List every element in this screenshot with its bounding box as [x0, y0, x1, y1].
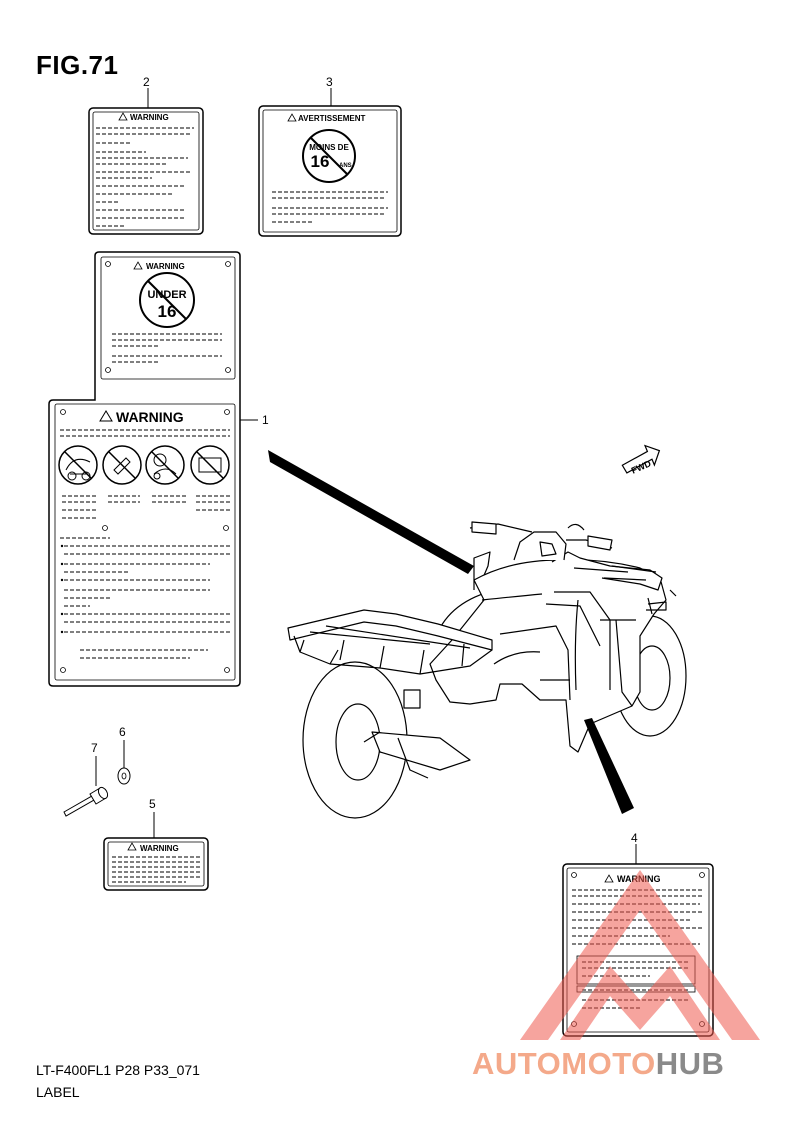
warning-triangle-icon — [133, 261, 143, 270]
model-code: LT-F400FL1 P28 P33_071 — [36, 1062, 200, 1078]
badge-suffix: ANS — [339, 163, 352, 169]
atv-illustration — [287, 521, 687, 819]
leader-wedge-label-1 — [268, 450, 474, 574]
callout-1: 1 — [262, 413, 269, 427]
callout-3: 3 — [326, 75, 333, 89]
section-name: LABEL — [36, 1084, 80, 1100]
watermark-part1: AUTOMOTO — [472, 1046, 656, 1081]
badge-top-text: MOINS DE — [309, 143, 349, 152]
callout-6: 6 — [119, 725, 126, 739]
badge-number: 16 — [311, 152, 330, 171]
leader-wedge-label-4 — [584, 718, 634, 814]
warning-triangle-icon — [118, 112, 128, 121]
rivet-part-7[interactable] — [63, 786, 109, 817]
no-alcohol-icon — [102, 445, 142, 485]
warning-triangle-icon — [99, 410, 113, 422]
no-passenger-icon — [58, 445, 98, 485]
warning-triangle-icon — [127, 842, 137, 851]
callout-5: 5 — [149, 797, 156, 811]
badge-number: 16 — [158, 302, 177, 321]
callout-4: 4 — [631, 831, 638, 845]
label-5-warning-rack[interactable]: WARNING — [103, 837, 209, 891]
badge-top-text: UNDER — [147, 289, 186, 301]
label-3-avertissement[interactable]: AVERTISSEMENT MOINS DE 16 ANS — [258, 105, 402, 237]
age-restriction-icon: MOINS DE 16 ANS — [302, 129, 356, 183]
warning-triangle-icon — [604, 874, 614, 883]
label-1-upper-heading: WARNING — [146, 262, 185, 271]
label-5-heading: WARNING — [140, 844, 179, 853]
warning-triangle-icon — [287, 113, 297, 122]
no-road-icon — [190, 445, 230, 485]
watermark-part2: HUB — [655, 1046, 725, 1081]
label-3-heading: AVERTISSEMENT — [298, 114, 366, 123]
callout-2: 2 — [143, 75, 150, 89]
washer-part-6[interactable] — [117, 767, 131, 785]
figure-title: FIG.71 — [36, 50, 119, 80]
safety-pictograms — [58, 445, 230, 485]
label-2-heading: WARNING — [130, 113, 169, 122]
label-1-warning-main[interactable]: WARNING UNDER 16 WARNING — [48, 251, 241, 687]
fwd-direction-arrow-icon: FWD — [621, 444, 661, 476]
label-2-warning-small[interactable]: WARNING — [88, 107, 204, 235]
watermark-logo-icon — [520, 870, 760, 1040]
label-1-heading: WARNING — [116, 409, 184, 425]
wear-helmet-icon — [145, 445, 185, 485]
callout-7: 7 — [91, 741, 98, 755]
under-16-icon: UNDER 16 — [139, 272, 195, 328]
watermark-wordmark: AUTOMOTOHUB — [472, 1046, 724, 1082]
